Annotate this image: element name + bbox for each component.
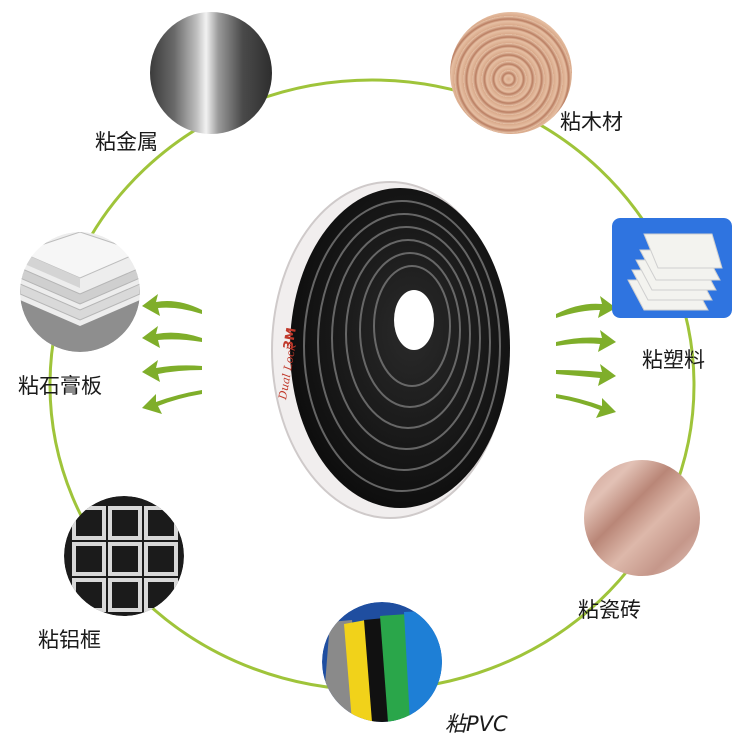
tile-sample-image — [584, 460, 700, 576]
rivet-dots — [172, 16, 250, 130]
gypsum-sample-image — [20, 232, 140, 352]
arrow-icon — [142, 326, 202, 348]
arrow-icon — [556, 394, 616, 418]
pvc-sample-image — [322, 602, 442, 722]
arrow-icon — [142, 294, 202, 316]
plastic-sample-image — [612, 218, 732, 318]
gypsum-label: 粘石膏板 — [18, 374, 102, 398]
right-arrows — [556, 296, 616, 418]
pvc-label: 粘PVC — [445, 712, 508, 736]
left-arrows — [142, 294, 202, 414]
arrow-icon — [142, 390, 202, 414]
plastic-label: 粘塑料 — [642, 348, 705, 372]
wood-sample-image — [450, 12, 572, 134]
metal-label: 粘金属 — [95, 130, 158, 154]
aluminum-sample-image — [64, 496, 184, 616]
brand-mark: 3M — [281, 326, 300, 350]
aluminum-label: 粘铝框 — [38, 628, 101, 652]
tile-label: 粘瓷砖 — [578, 598, 641, 622]
arrow-icon — [556, 330, 616, 352]
arrow-icon — [556, 364, 616, 386]
wood-label: 粘木材 — [560, 110, 623, 134]
metal-sample-image — [150, 12, 272, 134]
arrow-icon — [556, 296, 616, 318]
arrow-icon — [142, 360, 202, 382]
dual-lock-tape-roll: 3M Dual Lock — [271, 181, 510, 519]
